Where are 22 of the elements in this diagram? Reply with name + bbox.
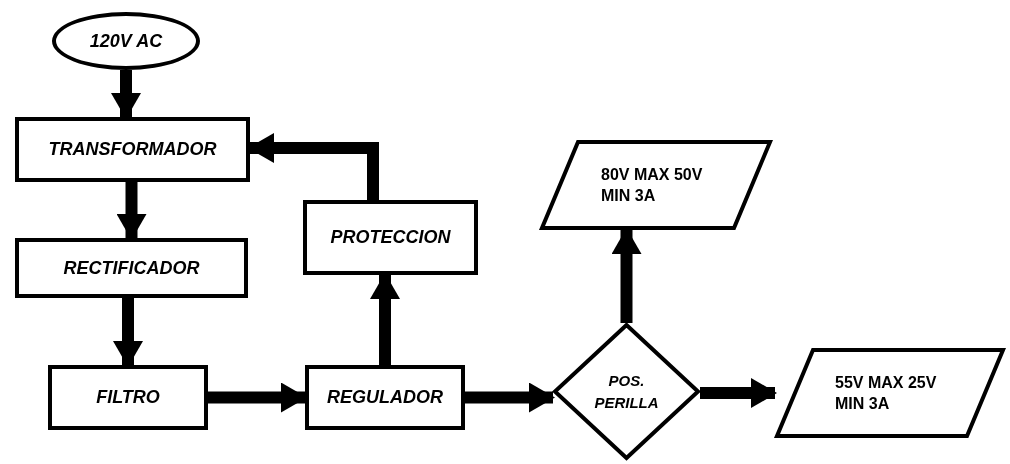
arrow bbox=[111, 70, 141, 119]
node-label: TRANSFORMADOR bbox=[48, 139, 217, 160]
process-box bbox=[303, 200, 478, 275]
node-label: REGULADOR bbox=[327, 387, 443, 408]
arrow bbox=[113, 298, 143, 367]
node-label: RECTIFICADOR bbox=[63, 257, 200, 279]
arrow bbox=[611, 228, 642, 323]
arrow bbox=[370, 273, 400, 365]
arrow bbox=[208, 382, 307, 413]
arrow bbox=[116, 182, 147, 240]
process-box bbox=[15, 117, 250, 182]
arrow bbox=[700, 378, 777, 408]
node-label: POS. PERILLA bbox=[593, 370, 660, 413]
arrow bbox=[465, 382, 555, 413]
process-box bbox=[48, 365, 208, 430]
process-box bbox=[305, 365, 465, 430]
process-box bbox=[15, 238, 248, 298]
node-label: 80V MAX 50V MIN 3A bbox=[601, 165, 704, 206]
node-label: PROTECCION bbox=[330, 227, 451, 248]
node-label: FILTRO bbox=[96, 387, 160, 408]
node-label: 55V MAX 25V MIN 3A bbox=[835, 373, 938, 414]
node-label: 120V AC bbox=[89, 30, 163, 52]
